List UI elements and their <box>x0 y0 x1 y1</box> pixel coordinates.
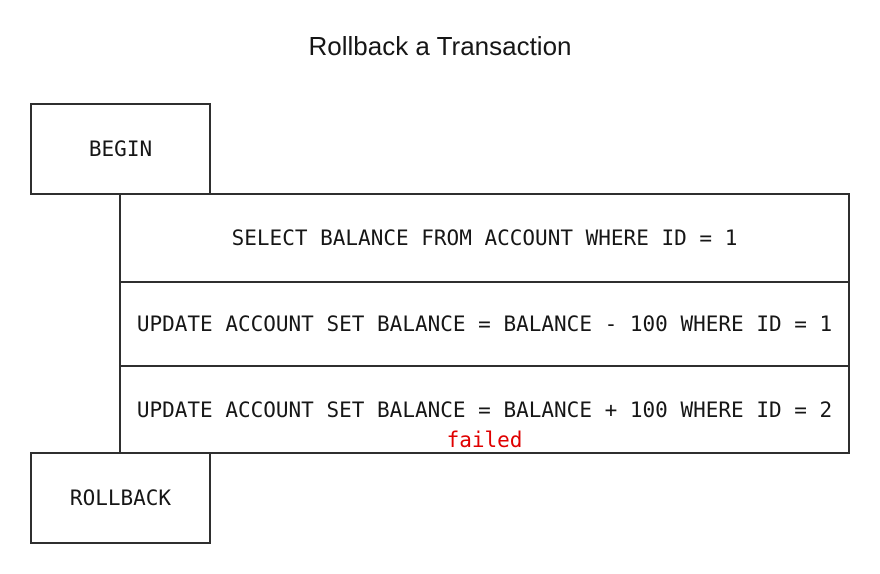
begin-label: BEGIN <box>88 137 153 161</box>
sql-statement: UPDATE ACCOUNT SET BALANCE = BALANCE + 1… <box>136 397 833 422</box>
rollback-box: ROLLBACK <box>30 452 211 544</box>
statement-row-update-credit: UPDATE ACCOUNT SET BALANCE = BALANCE + 1… <box>121 365 848 452</box>
rollback-label: ROLLBACK <box>69 486 172 510</box>
sql-statement: UPDATE ACCOUNT SET BALANCE = BALANCE - 1… <box>136 312 833 336</box>
statement-row-update-debit: UPDATE ACCOUNT SET BALANCE = BALANCE - 1… <box>121 281 848 365</box>
transaction-frame: SELECT BALANCE FROM ACCOUNT WHERE ID = 1… <box>119 193 850 454</box>
failed-status-label: failed <box>446 428 523 452</box>
begin-box: BEGIN <box>30 103 211 195</box>
sql-statement: SELECT BALANCE FROM ACCOUNT WHERE ID = 1 <box>231 226 738 250</box>
diagram-title: Rollback a Transaction <box>308 31 572 61</box>
statement-row-select: SELECT BALANCE FROM ACCOUNT WHERE ID = 1 <box>121 195 848 281</box>
